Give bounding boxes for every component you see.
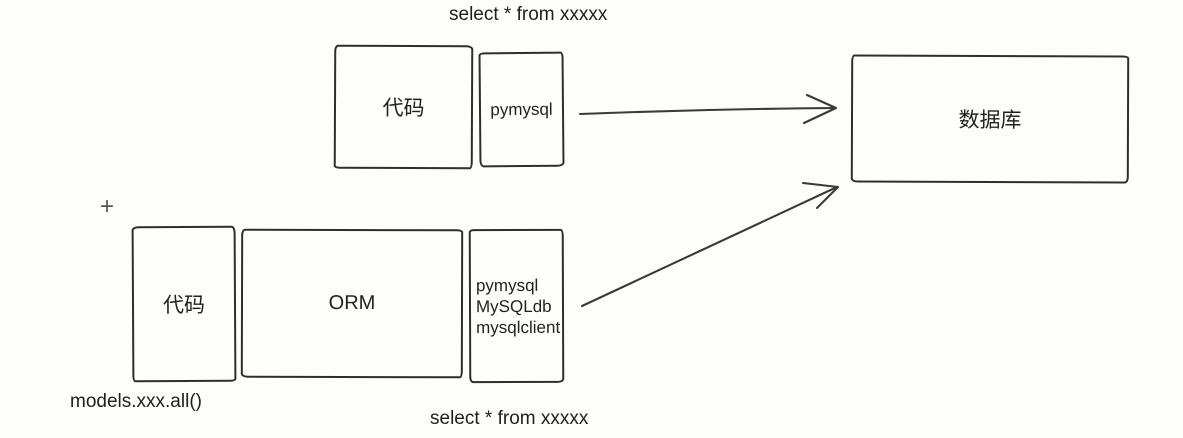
models-call-annotation: models.xxx.all()	[70, 391, 202, 412]
top-code-box-label: 代码	[382, 96, 425, 121]
bottom-drivers-box: pymysql MySQLdb mysqlclient	[468, 228, 565, 384]
bottom-sql-annotation: select * from xxxxx	[430, 408, 589, 429]
arrow-diagonal-shaft	[580, 185, 839, 308]
driver-line-mysqldb: MySQLdb	[475, 296, 552, 316]
orm-box-label: ORM	[328, 291, 376, 315]
top-driver-box-label: pymysql	[490, 99, 553, 119]
database-box: 数据库	[850, 54, 1130, 184]
driver-line-mysqlclient: mysqlclient	[476, 317, 561, 337]
top-code-box: 代码	[333, 44, 474, 170]
arrow-top-shaft	[578, 106, 837, 116]
plus-sign: +	[100, 193, 115, 220]
driver-line-pymysql: pymysql	[475, 275, 539, 295]
bottom-code-box-label: 代码	[162, 293, 206, 318]
bottom-code-box: 代码	[131, 225, 237, 383]
database-box-label: 数据库	[958, 108, 1022, 133]
arrow-diagonal-head	[801, 181, 840, 210]
top-driver-box: pymysql	[478, 51, 565, 168]
arrow-top-head	[802, 93, 838, 125]
orm-box: ORM	[240, 228, 464, 379]
top-sql-annotation: select * from xxxxx	[449, 4, 608, 25]
